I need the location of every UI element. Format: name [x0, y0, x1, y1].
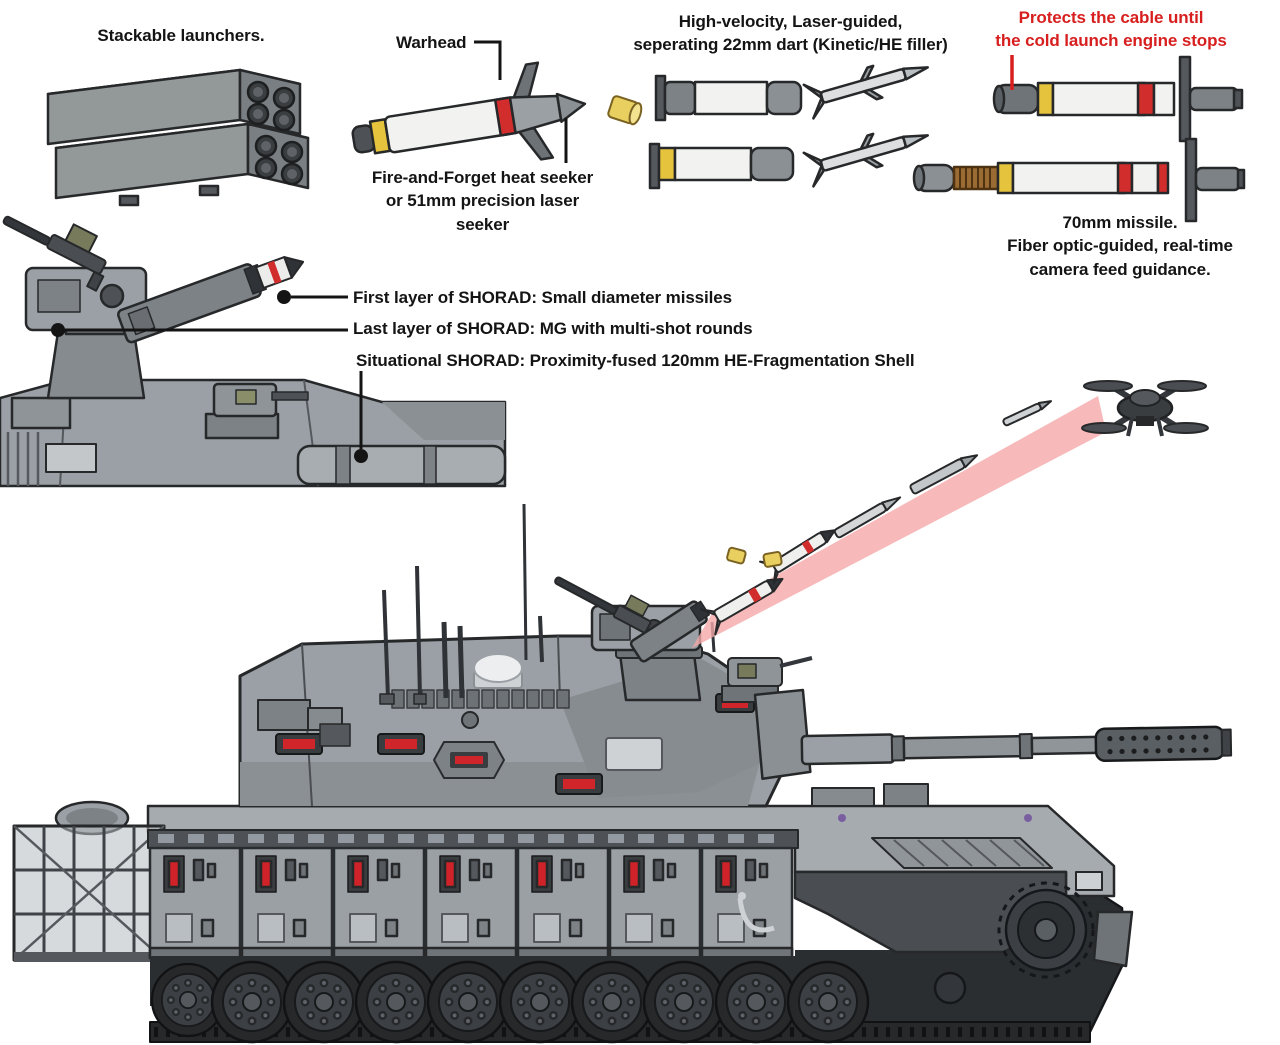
warhead-callout-line	[474, 40, 502, 80]
dart-label: High-velocity, Laser-guided, seperating …	[633, 12, 948, 55]
tank-turret	[238, 503, 813, 808]
launched-interceptors	[699, 400, 1053, 636]
cable-protection-label: Protects the cable until the cold launch…	[995, 8, 1227, 51]
separating-dart-illustration	[648, 64, 929, 190]
warhead-missile-illustration	[351, 61, 587, 161]
stackable-launchers-illustration	[46, 68, 310, 207]
targeting-beam	[692, 396, 1106, 648]
shorad-rws	[554, 576, 711, 702]
drone	[1081, 380, 1209, 437]
rear-basket	[12, 800, 166, 962]
closeup-missile-launcher	[117, 256, 305, 344]
main-gun	[753, 688, 1233, 780]
shorad-first-layer-label: First layer of SHORAD: Small diameter mi…	[353, 288, 732, 307]
shorad-turret-closeup	[0, 215, 507, 488]
70mm-missile-illustration	[912, 55, 1246, 223]
ejected-cap-illustration	[607, 95, 643, 126]
stackable-launchers-label: Stackable launchers.	[97, 26, 265, 45]
shorad-last-layer-label: Last layer of SHORAD: MG with multi-shot…	[353, 319, 753, 338]
shorad-situational-label: Situational SHORAD: Proximity-fused 120m…	[356, 351, 915, 370]
closeup-mg	[2, 215, 107, 292]
drive-sprocket	[997, 881, 1095, 979]
callout-lines	[51, 40, 1014, 463]
missile-70mm-label: 70mm missile. Fiber optic-guided, real-t…	[1007, 213, 1233, 279]
seeker-label: Fire-and-Forget heat seeker or 51mm prec…	[371, 168, 594, 234]
main-tank-illustration	[12, 503, 1233, 1044]
warhead-label: Warhead	[396, 33, 467, 52]
